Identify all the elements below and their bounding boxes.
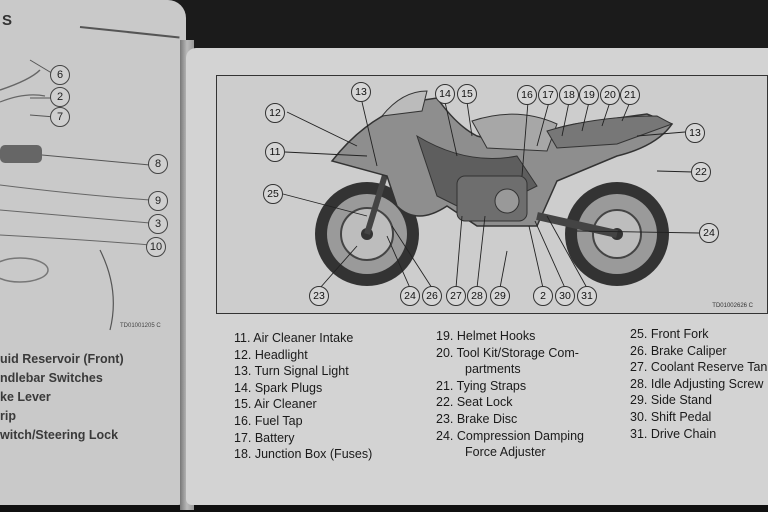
legend-item-continued: partments [465,362,521,377]
legend-item: 22. Seat Lock [436,395,513,410]
callout-22: 22 [691,162,711,182]
callout-11: 11 [265,142,285,162]
callout-20: 20 [600,85,620,105]
legend-item: 16. Fuel Tap [234,413,303,428]
legend-item: 23. Brake Disc [436,411,518,426]
legend-item: 26. Brake Caliper [630,343,727,358]
legend-item: 30. Shift Pedal [630,409,712,424]
left-parts-list: uid Reservoir (Front) ndlebar Switches k… [0,350,124,445]
callout-19: 19 [579,85,599,105]
callout-23: 23 [309,286,329,306]
legend-item: 24. Compression Damping [436,428,584,443]
callout-15: 15 [457,84,477,104]
callout-27: 27 [446,286,466,306]
callout-18: 18 [559,85,579,105]
left-list-item: rip [0,409,16,423]
callout-8: 8 [148,154,168,174]
handlebar-drawing [0,59,151,331]
left-list-item: ke Lever [0,390,51,404]
callout-31: 31 [577,286,597,306]
legend-item: 14. Spark Plugs [234,380,323,395]
callout-10: 10 [146,237,166,257]
legend-column-3: 25. Front Fork 26. Brake Caliper 27. Coo… [630,326,767,442]
callout-28: 28 [467,286,487,306]
legend-item: 31. Drive Chain [630,426,717,441]
figure-code: TD01002626 C [712,303,753,309]
callout-29: 29 [490,286,510,306]
callout-17: 17 [538,85,558,105]
legend-item: 17. Battery [234,430,295,445]
left-list-item: ndlebar Switches [0,371,103,385]
callout-13-right: 13 [685,123,705,143]
legend-item: 20. Tool Kit/Storage Com- [436,345,579,360]
left-list-item: uid Reservoir (Front) [0,352,124,366]
motorcycle-diagram: 13 14 15 16 17 18 19 20 21 12 11 25 13 2… [216,75,768,314]
legend-item: 29. Side Stand [630,393,713,408]
callout-14: 14 [435,84,455,104]
callout-25: 25 [263,184,283,204]
legend-column-2: 19. Helmet Hooks 20. Tool Kit/Storage Co… [436,328,584,461]
legend-item: 28. Idle Adjusting Screw [630,376,764,391]
legend-item: 11. Air Cleaner Intake [234,331,354,345]
callout-3: 3 [148,214,168,234]
callout-2: 2 [50,87,70,107]
legend-item: 25. Front Fork [630,327,709,341]
callout-24-right: 24 [699,223,719,243]
callout-30: 30 [555,286,575,306]
legend-item-continued: Force Adjuster [465,445,546,460]
callout-7: 7 [50,107,70,127]
left-figure-code: TD01001205 C [120,323,161,329]
left-page: S 6 2 7 8 9 3 10 TD01001205 C uid Reserv… [0,0,186,505]
callout-24-bottom: 24 [400,286,420,306]
legend-item: 13. Turn Signal Light [234,364,349,379]
legend-item: 19. Helmet Hooks [436,329,536,343]
left-list-item: witch/Steering Lock [0,428,119,442]
callout-9: 9 [148,191,168,211]
callout-21: 21 [620,85,640,105]
callout-2: 2 [533,286,553,306]
legend-item: 12. Headlight [234,347,308,362]
callout-12: 12 [265,103,285,123]
callout-16: 16 [517,85,537,105]
legend-item: 18. Junction Box (Fuses) [234,447,373,462]
legend-item: 21. Tying Straps [436,378,527,393]
callout-26: 26 [422,286,442,306]
legend-column-1: 11. Air Cleaner Intake 12. Headlight 13.… [234,330,372,463]
motorcycle-illustration [282,90,700,289]
header-rule [79,26,180,39]
legend-item: 27. Coolant Reserve Tan [630,360,768,375]
left-page-header: S [2,12,13,29]
callout-13-top: 13 [351,82,371,102]
callout-6: 6 [50,65,70,85]
legend-item: 15. Air Cleaner [234,397,317,412]
